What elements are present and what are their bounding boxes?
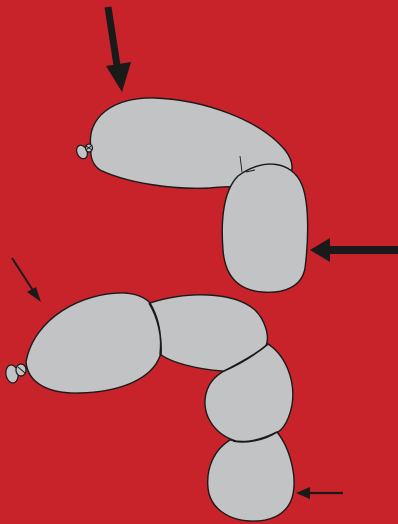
top-balloon-fold — [222, 164, 307, 292]
